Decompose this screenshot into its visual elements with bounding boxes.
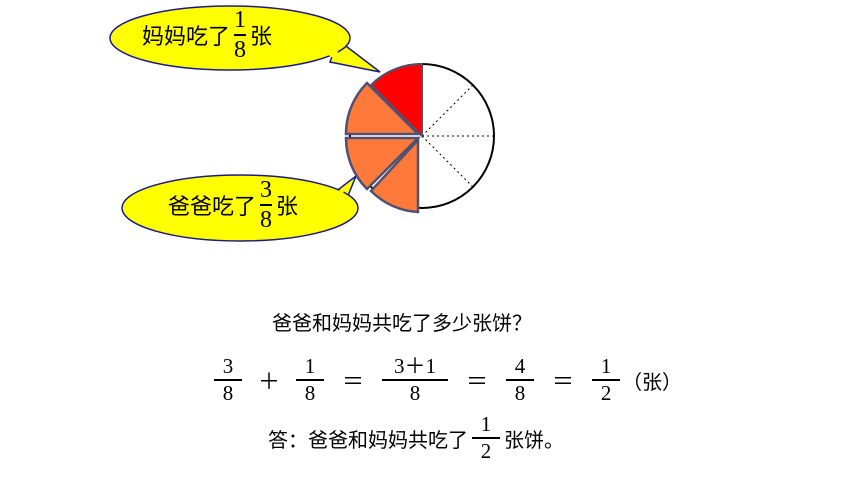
fraction-one-eighth: 1 8	[296, 356, 325, 404]
equals-sign-2: ＝	[466, 369, 489, 394]
fraction-one-half: 1 2	[592, 356, 621, 404]
dad-slice-3	[369, 136, 420, 214]
unit-label: （张）	[622, 369, 683, 394]
dad-fraction: 3 8	[260, 177, 273, 233]
mom-slice	[369, 62, 423, 139]
answer-fraction: 1 2	[472, 414, 500, 462]
pie-chart	[344, 62, 495, 214]
dad-bubble-text: 爸爸吃了 3 8 张	[168, 177, 299, 233]
plus-sign: ＋	[258, 369, 281, 394]
equals-sign-1: ＝	[342, 369, 365, 394]
dad-speech-bubble	[121, 173, 359, 242]
fraction-three-eighths: 3 8	[214, 356, 242, 404]
fraction-four-eighths: 4 8	[506, 356, 535, 404]
mom-speech-bubble	[109, 5, 381, 73]
equals-sign-3: ＝	[552, 369, 575, 394]
fraction-sum: 3＋1 8	[382, 356, 449, 404]
question-text: 爸爸和妈妈共吃了多少张饼？	[272, 311, 532, 335]
answer-line: 答：爸爸和妈妈共吃了 1 2 张饼。	[268, 412, 564, 463]
equation: 3 8 ＋ 1 8 ＝ 3＋1 8 ＝ 4 8 ＝ 1 2 （张）	[214, 356, 682, 404]
mom-bubble-text: 妈妈吃了 1 8 张	[142, 7, 273, 63]
dad-slice-1	[344, 81, 422, 136]
dad-slice-2	[344, 136, 422, 191]
illustration	[109, 5, 495, 242]
mom-fraction: 1 8	[234, 7, 247, 63]
